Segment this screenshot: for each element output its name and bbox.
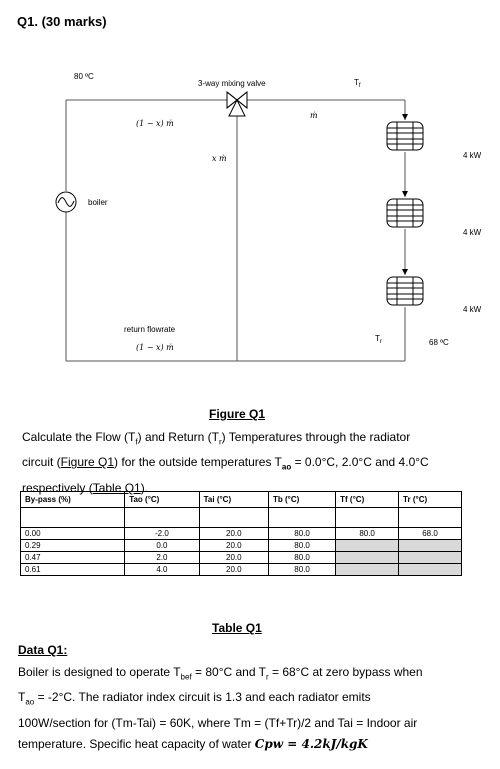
table-row: 0.00 -2.0 20.0 80.0 80.0 68.0 (19, 527, 462, 540)
radiator-load-label: 4 kW (463, 305, 482, 314)
instruction-line: circuit (Figure Q1) for the outside temp… (22, 455, 429, 472)
answer-cell[interactable] (335, 539, 400, 552)
table-cell: -2.0 (124, 527, 200, 540)
data-heading: Data Q1: (18, 643, 68, 657)
table-cell: 80.0 (335, 527, 400, 540)
figure-reference-link[interactable]: Figure Q1 (60, 455, 115, 470)
radiator-icon (386, 121, 424, 151)
boiler-icon (55, 191, 77, 213)
table-cell: 4.0 (124, 563, 200, 576)
circuit-diagram: 80 ºC 3-way mixing valve ṁ Tf (1 − x) ṁ … (55, 72, 482, 362)
mass-flow-label: ṁ (310, 111, 318, 120)
table-row: 0.47 2.0 20.0 80.0 (19, 551, 462, 564)
boiler-label: boiler (88, 198, 108, 207)
data-line: 100W/section for (Tm-Tai) = 60K, where T… (18, 715, 418, 730)
table-row: 0.61 4.0 20.0 80.0 (19, 563, 462, 576)
table-cell: 0.29 (19, 539, 126, 552)
radiator-load-label: 4 kW (463, 228, 482, 237)
table-header: Tb (°C) (268, 491, 337, 508)
instruction-line: Calculate the Flow (Tf) and Return (Tr) … (22, 430, 411, 447)
table-cell: 0.0 (124, 539, 200, 552)
cpw-formula: Cpw = 4.2kJ/kgK (254, 736, 368, 751)
answer-cell[interactable] (398, 563, 462, 576)
table-cell: 0.61 (19, 563, 126, 576)
data-line: temperature. Specific heat capacity of w… (18, 736, 368, 751)
mixing-valve-icon (226, 90, 248, 117)
boiler-temp-label: 80 ºC (74, 72, 94, 81)
table-header: Tai (°C) (198, 491, 270, 508)
flow-temp-label: Tf (354, 78, 361, 89)
table-caption: Table Q1 (212, 621, 262, 635)
data-line: Tao = -2°C. The radiator index circuit i… (18, 690, 371, 707)
answer-cell[interactable] (335, 563, 400, 576)
answer-cell[interactable] (335, 551, 400, 564)
pipework (65, 99, 406, 362)
table-cell: 0.47 (19, 551, 126, 564)
table-cell: 80.0 (268, 551, 337, 564)
table-cell: 80.0 (268, 563, 337, 576)
bypass-table: By-pass (%) Tao (°C) Tai (°C) Tb (°C) Tf… (19, 491, 462, 576)
radiator-icon (386, 198, 424, 228)
table-header-row: By-pass (%) Tao (°C) Tai (°C) Tb (°C) Tf… (19, 491, 462, 508)
return-temp-label: Tr (375, 334, 382, 345)
question-title: Q1. (30 marks) (17, 14, 107, 29)
return-flowrate-label: return flowrate (124, 325, 176, 334)
answer-cell[interactable] (398, 539, 462, 552)
table-cell: 68.0 (398, 527, 462, 540)
table-header: Tao (°C) (124, 491, 200, 508)
valve-label: 3-way mixing valve (198, 79, 266, 88)
instructions: Calculate the Flow (Tf) and Return (Tr) … (22, 427, 482, 499)
data-line: Boiler is designed to operate Tbef = 80°… (18, 665, 423, 682)
table-cell: 20.0 (198, 551, 270, 564)
data-paragraph: Boiler is designed to operate Tbef = 80°… (18, 662, 488, 755)
table-cell: 20.0 (198, 539, 270, 552)
table-header: Tf (°C) (335, 491, 400, 508)
table-header: By-pass (%) (19, 491, 126, 508)
table-spacer-row (19, 507, 462, 528)
table-cell: 20.0 (198, 527, 270, 540)
split-flow-label: (1 − x) ṁ (136, 119, 174, 128)
answer-cell[interactable] (398, 551, 462, 564)
table-cell: 20.0 (198, 563, 270, 576)
return-flowrate-expr: (1 − x) ṁ (136, 343, 174, 352)
table-row: 0.29 0.0 20.0 80.0 (19, 539, 462, 552)
return-temp-value: 68 ºC (429, 338, 449, 347)
flow-arrow-icon (402, 114, 408, 120)
flow-arrow-icon (402, 191, 408, 197)
radiator-icon (386, 276, 424, 306)
table-cell: 80.0 (268, 527, 337, 540)
table-cell: 0.00 (19, 527, 126, 540)
table-cell: 2.0 (124, 551, 200, 564)
flow-arrow-icon (402, 269, 408, 275)
bypass-flow-label: x ṁ (212, 154, 227, 163)
table-cell: 80.0 (268, 539, 337, 552)
table-header: Tr (°C) (398, 491, 462, 508)
figure-caption: Figure Q1 (209, 407, 266, 421)
radiator-load-label: 4 kW (463, 151, 482, 160)
